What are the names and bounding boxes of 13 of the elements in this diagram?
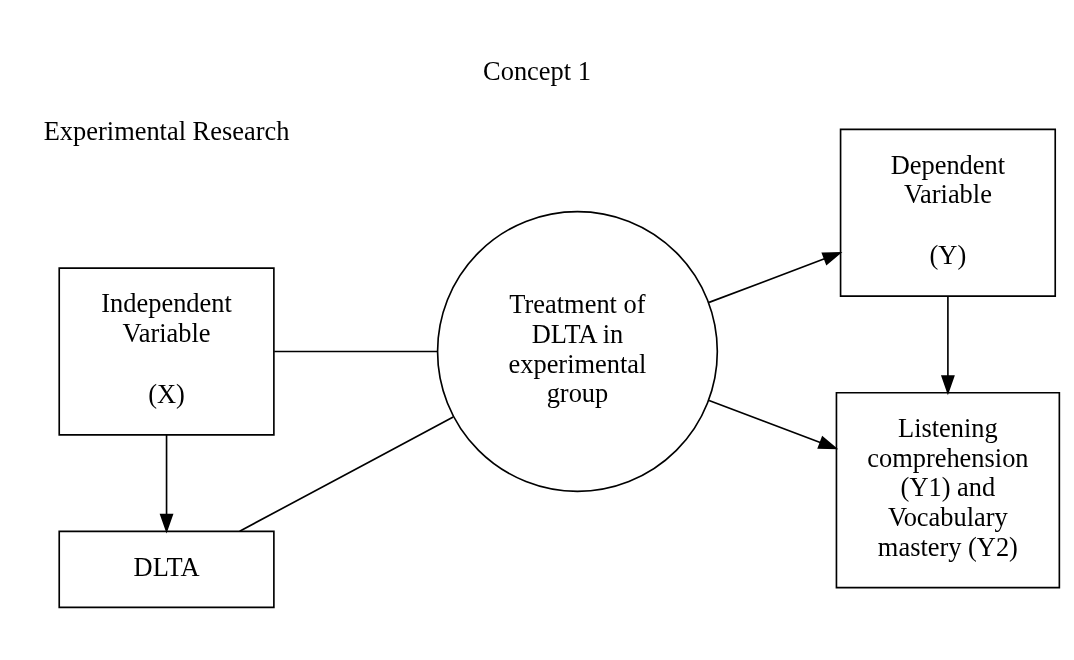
label: Experimental Research (43, 115, 290, 146)
node-box: Independent Variable (X) (58, 267, 275, 436)
arrow (940, 295, 955, 396)
node-box: Listening comprehension (Y1) and Vocabulary mastery (Y2) (835, 391, 1061, 589)
diagram-title: Concept 1 (483, 56, 591, 87)
connector (238, 416, 455, 533)
arrow (708, 252, 843, 304)
node-circle: Treatment of DLTA in experimental group (436, 210, 719, 493)
connector (273, 350, 439, 353)
arrow (708, 399, 839, 450)
node-box: DLTA (58, 530, 275, 609)
arrow (159, 434, 174, 534)
node-box: Dependent Variable (Y) (839, 128, 1057, 297)
